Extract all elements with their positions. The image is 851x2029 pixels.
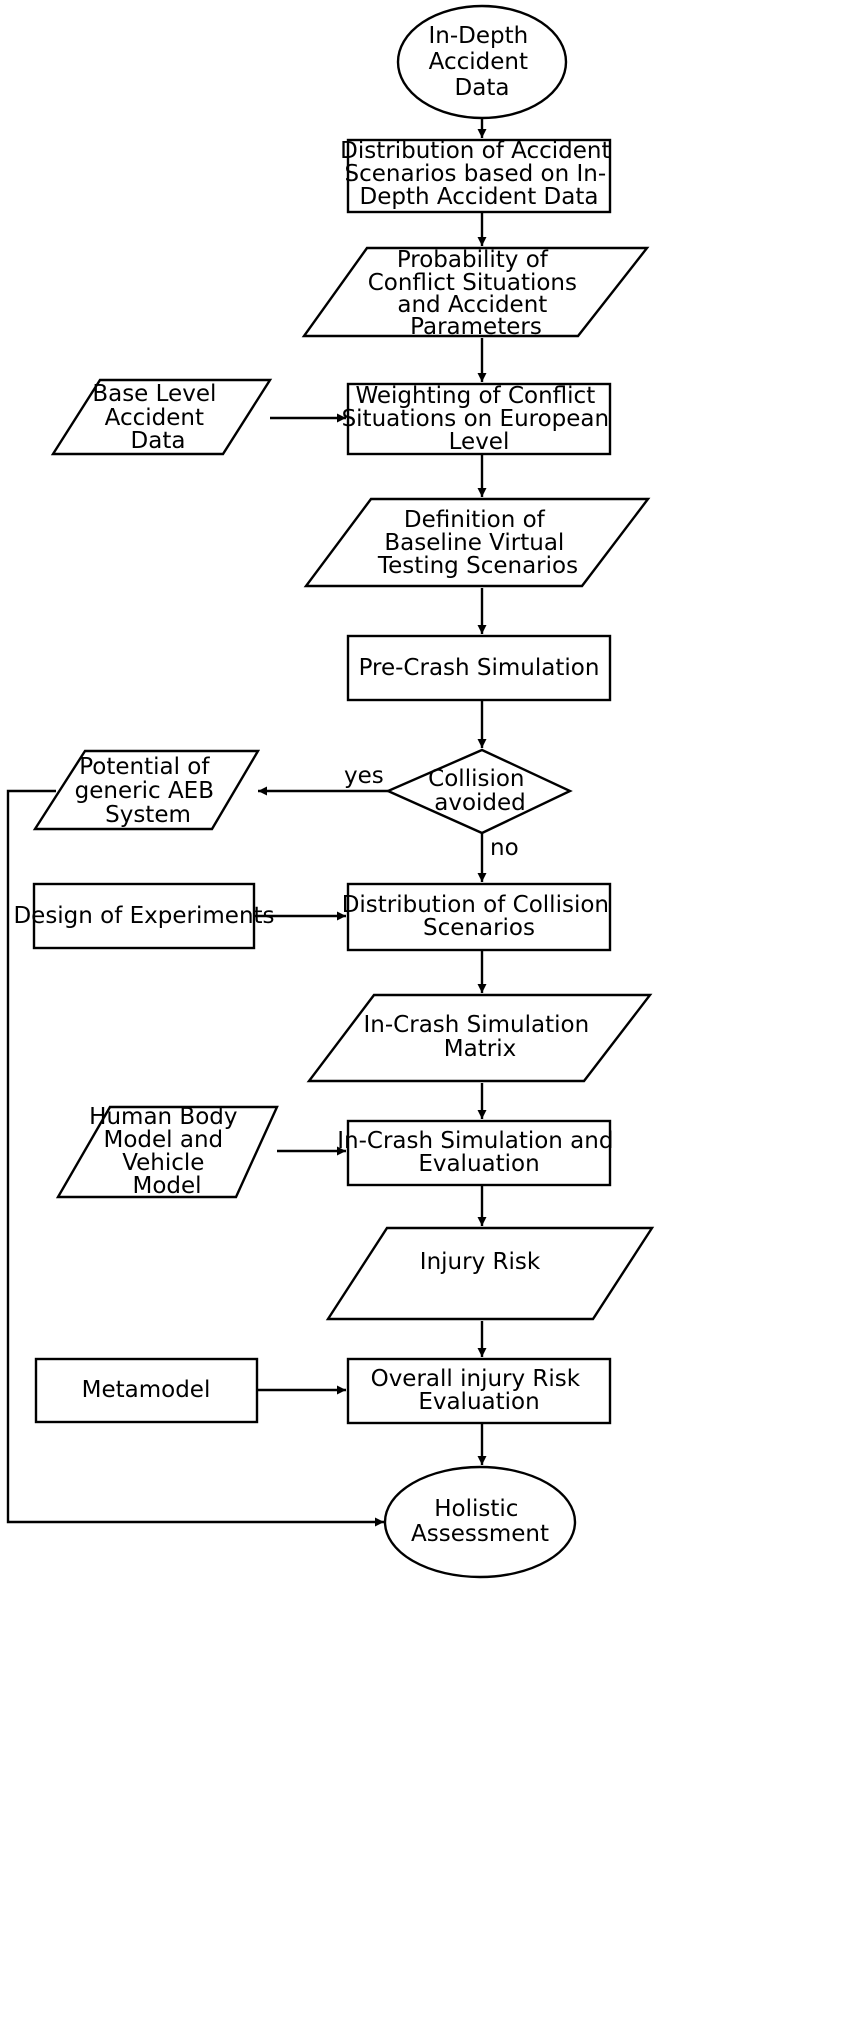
edge-label-yes: yes bbox=[344, 763, 384, 789]
distribution-collision-box bbox=[346, 882, 612, 952]
incrash-matrix-data-shape bbox=[306, 993, 653, 1083]
holistic-label: Holistic Assessment bbox=[411, 1496, 549, 1547]
distribution-collision-label: Distribution of Collision Scenarios bbox=[342, 892, 617, 941]
collision-avoided-label: Collision avoided bbox=[428, 766, 532, 816]
potential-aeb-label: Potential of generic AEB System bbox=[75, 754, 222, 828]
human-body-data-shape bbox=[55, 1105, 279, 1199]
overall-risk-box bbox=[346, 1357, 612, 1425]
weighting-box bbox=[346, 382, 612, 456]
in-depth-data-terminal bbox=[396, 4, 568, 120]
human-body-label: Human Body Model and Vehicle Model bbox=[89, 1104, 245, 1199]
base-level-data-shape bbox=[50, 378, 273, 456]
incrash-matrix-label: In-Crash Simulation Matrix bbox=[364, 1012, 597, 1062]
arrow-potential-to-holistic bbox=[6, 789, 384, 1527]
weighting-label: Weighting of Conflict Situations on Euro… bbox=[342, 383, 617, 455]
injury-risk-data-shape bbox=[325, 1226, 655, 1321]
shapes bbox=[32, 4, 655, 1579]
holistic-terminal bbox=[383, 1465, 577, 1579]
definition-data-shape bbox=[303, 497, 651, 588]
incrash-eval-label: In-Crash Simulation and Evaluation bbox=[337, 1128, 621, 1177]
probability-label: Probability of Conflict Situations and A… bbox=[368, 247, 585, 340]
injury-risk-label: Injury Risk bbox=[420, 1249, 541, 1275]
distribution-accident-box bbox=[346, 138, 612, 214]
incrash-eval-box bbox=[346, 1119, 612, 1187]
probability-data-shape bbox=[301, 246, 650, 338]
base-level-label: Base Level Accident Data bbox=[92, 381, 223, 454]
connectors bbox=[6, 118, 487, 1527]
distribution-accident-label: Distribution of Accident Scenarios based… bbox=[340, 138, 618, 210]
potential-aeb-data-shape bbox=[32, 749, 261, 831]
precrash-box bbox=[346, 634, 612, 702]
design-experiments-label: Design of Experiments bbox=[13, 903, 274, 929]
overall-risk-label: Overall injury Risk Evaluation bbox=[371, 1366, 588, 1415]
metamodel-box bbox=[34, 1357, 259, 1424]
metamodel-label: Metamodel bbox=[82, 1377, 211, 1403]
design-experiments-box bbox=[32, 882, 256, 950]
node-labels: In-Depth Accident Data Distribution of A… bbox=[13, 23, 621, 1547]
in-depth-data-label: In-Depth Accident Data bbox=[428, 23, 535, 101]
precrash-label: Pre-Crash Simulation bbox=[359, 655, 600, 681]
definition-label: Definition of Baseline Virtual Testing S… bbox=[377, 507, 578, 579]
edge-label-no: no bbox=[490, 835, 519, 861]
collision-avoided-decision bbox=[385, 748, 573, 835]
